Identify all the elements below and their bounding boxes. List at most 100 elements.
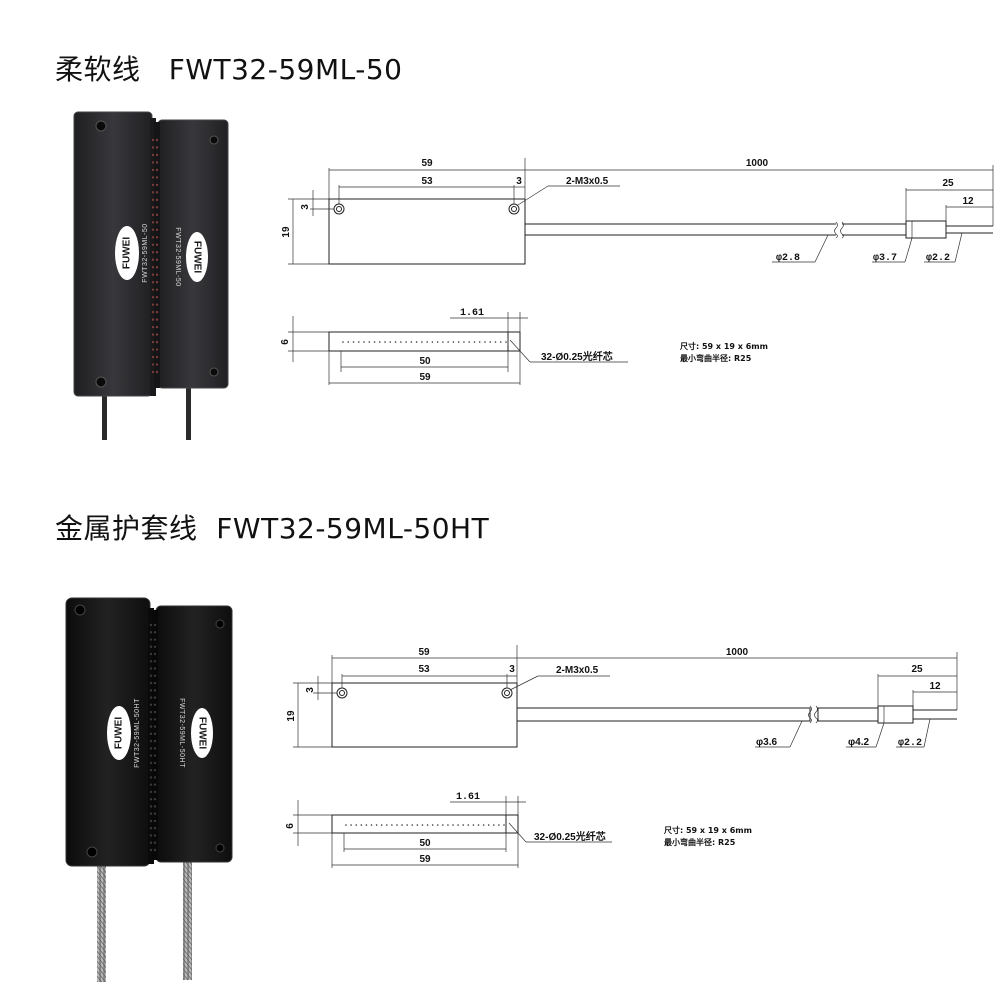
dim-53: 53 (421, 176, 433, 187)
fiber-core-mark (489, 341, 492, 343)
fiber-core-mark (415, 341, 418, 343)
fiber-hole (151, 236, 155, 239)
fiber-core-mark (431, 824, 434, 826)
mount-hole (209, 367, 219, 377)
fiber-hole (151, 355, 155, 359)
fiber-core-mark (499, 341, 502, 343)
fiber-core-mark (436, 824, 439, 826)
mount-hole (95, 376, 107, 388)
fiber-core-mark (365, 824, 368, 826)
fiber-hole (149, 747, 153, 750)
dim-25: 25 (911, 664, 923, 675)
fiber-hole (151, 228, 155, 232)
fiber-hole (155, 340, 159, 344)
fiber-hole (149, 667, 153, 670)
brand-text-right: FUWEI (191, 241, 202, 273)
spec-size: 尺寸: 59 x 19 x 6mm (680, 341, 768, 351)
fiber-hole (151, 206, 155, 209)
side-view-drawing-soft: 6 1.61 50 59 32-Ø0.25光纤芯 尺寸: 59 x 19 x 6… (280, 308, 768, 385)
fiber-hole (155, 258, 159, 261)
model-text-right: FWT32-59ML-50 (174, 227, 181, 286)
armored-cable-left (97, 862, 106, 982)
fiber-hole (151, 295, 155, 299)
fiber-core-mark (462, 824, 465, 826)
dim-53: 53 (418, 664, 430, 675)
fiber-hole (153, 703, 157, 707)
dim-1000: 1000 (726, 647, 749, 658)
mount-hole (74, 604, 86, 616)
fiber-hole (155, 273, 159, 276)
fiber-hole (151, 363, 155, 366)
fiber-core-mark (452, 341, 455, 343)
cable-diameter-label: φ2.8 (776, 253, 800, 264)
fiber-hole (149, 660, 153, 663)
fiber-hole (151, 266, 155, 269)
fiber-hole (151, 146, 155, 149)
cable-diameter-label: φ3.6 (756, 737, 777, 748)
fiber-core-mark (487, 824, 490, 826)
fiber-hole (149, 848, 153, 852)
product-photo-metal: FUWEI FWT32-59ML-50HT FUWEI FWT32-59ML-5… (65, 597, 233, 982)
fiber-hole (155, 168, 159, 172)
mount-hole (209, 135, 219, 145)
fiber-hole (149, 841, 153, 844)
fiber-hole (151, 310, 155, 314)
fiber-core-mark (482, 824, 485, 826)
fiber-hole (153, 696, 157, 699)
fiber-core-mark (498, 824, 500, 826)
fiber-hole (155, 183, 159, 187)
fiber-hole (153, 718, 157, 721)
fiber-core-mark (385, 824, 388, 826)
fiber-hole (155, 243, 159, 246)
fiber-core-mark (452, 824, 454, 826)
fiber-hole (149, 725, 153, 728)
sensor-block-left (73, 111, 153, 397)
fiber-hole (151, 273, 155, 276)
dim-19: 19 (286, 710, 297, 722)
mount-hole (215, 843, 225, 853)
fiber-hole (153, 768, 157, 772)
tip-diameter-label: φ2.2 (898, 738, 922, 749)
dim-1000: 1000 (746, 158, 769, 169)
fiber-hole (151, 348, 155, 351)
fiber-core-mark (347, 341, 350, 343)
fiber-hole (149, 754, 153, 757)
fiber-hole (153, 660, 157, 663)
fiber-core-mark (472, 824, 475, 826)
top-view-drawing-metal: 59 53 3 1000 25 12 2-M3x0.5 3 19 φ3.6 φ4… (286, 645, 958, 749)
fiber-core-mark (436, 341, 439, 343)
fiber-hole (149, 761, 153, 765)
dim-6: 6 (280, 339, 291, 345)
armored-cable (516, 707, 811, 722)
fiber-hole (155, 355, 159, 359)
dim-59: 59 (421, 158, 433, 169)
fiber-hole (149, 797, 153, 801)
fiber-hole (153, 747, 157, 750)
spec-size: 尺寸: 59 x 19 x 6mm (664, 825, 752, 835)
fiber-hole (153, 819, 157, 823)
hole-spec-label: 2-M3x0.5 (566, 176, 609, 187)
armored-cable-right (183, 860, 192, 980)
fiber-hole (155, 333, 159, 336)
fiber-count-label: 32-Ø0.25光纤芯 (534, 830, 606, 843)
fiber-hole (153, 841, 157, 844)
side-outline (328, 331, 521, 352)
fiber-hole (149, 739, 153, 743)
dim-6: 6 (285, 823, 296, 829)
fiber-hole (153, 805, 157, 808)
fiber-hole (155, 228, 159, 232)
fiber-core-mark (468, 341, 470, 343)
fiber-hole (155, 295, 159, 299)
fiber-hole (155, 153, 159, 157)
fiber-hole (155, 198, 159, 202)
fiber-core-mark (477, 824, 480, 826)
fiber-hole (155, 303, 159, 306)
fiber-hole (149, 631, 153, 634)
fiber-core-mark (396, 824, 398, 826)
fiber-core-mark (473, 341, 476, 343)
fiber-hole (155, 288, 159, 291)
fiber-hole (155, 206, 159, 209)
fiber-core-mark (503, 824, 505, 826)
fiber-hole (153, 674, 157, 678)
fiber-hole (151, 333, 155, 336)
